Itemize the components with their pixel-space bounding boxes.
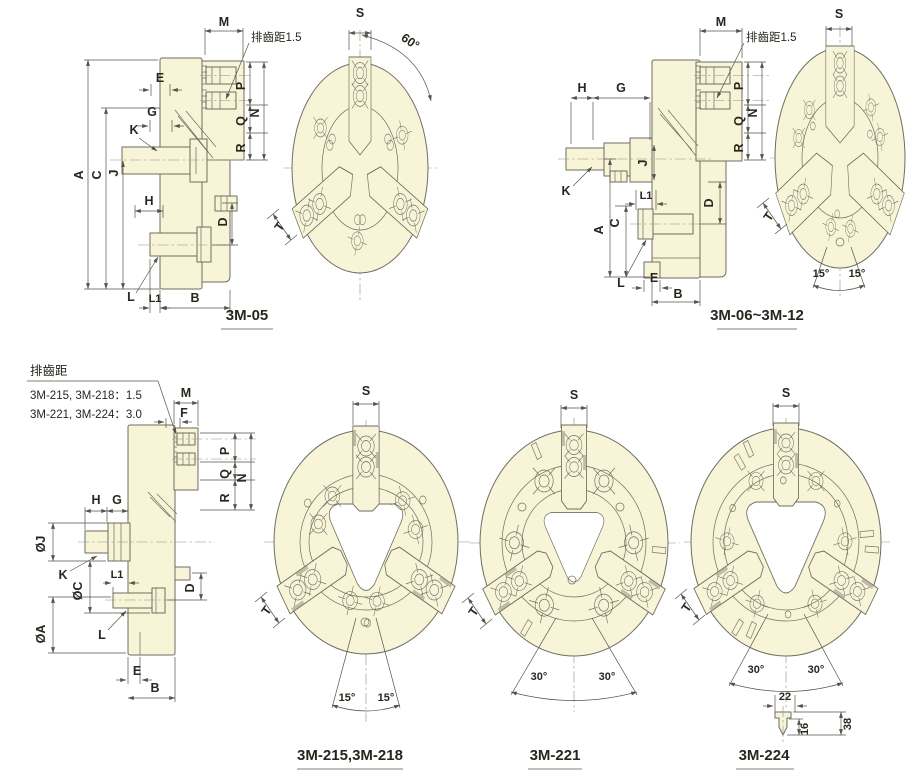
caption-3m215-3m218: 3M-215,3M-218 [297, 747, 403, 764]
dim-label-r: R [218, 493, 232, 502]
dim-label-n: N [235, 473, 249, 482]
dim-label-s: S [782, 386, 790, 400]
dim-label-16: 16 [799, 723, 811, 735]
front-view-3m221: S 30° 30° T 3M-221 [461, 388, 680, 770]
angle-label-15-left: 15° [813, 268, 830, 280]
dim-label-l1: L1 [111, 569, 124, 581]
dim-label-g: G [616, 81, 626, 95]
dim-label-b: B [673, 287, 682, 301]
angle-label-15-right: 15° [849, 268, 866, 280]
side-view-3m06-3m12: M 排齒距1.5 H G K J L1 C A D L E B P Q R N … [558, 15, 804, 330]
angle-label-30-right: 30° [599, 671, 616, 683]
dim-label-e: E [133, 664, 141, 678]
dim-label-b: B [150, 681, 159, 695]
dim-label-oc: ØC [71, 582, 85, 601]
dim-label-s: S [835, 7, 843, 21]
dim-label-c: C [608, 218, 622, 227]
pitch-note: 排齒距1.5 [746, 30, 797, 44]
dim-label-22: 22 [779, 691, 791, 703]
dim-label-q: Q [732, 116, 746, 126]
dim-label-a: A [592, 225, 606, 234]
dim-label-j: J [636, 159, 650, 166]
angle-label-60: 60° [399, 31, 423, 53]
front-view-3m06-3m12: S 15° 15° T [756, 7, 907, 298]
pitch-note-line2: 3M-221, 3M-224：3.0 [30, 409, 142, 421]
dim-label-c: C [90, 170, 104, 179]
dim-label-m: M [181, 386, 191, 400]
dim-label-k: K [58, 568, 67, 582]
dim-label-j: J [107, 169, 121, 176]
angle-label-30-right: 30° [808, 664, 825, 676]
dim-label-f: F [180, 406, 188, 420]
dim-label-m: M [716, 15, 726, 29]
dim-label-e: E [156, 71, 164, 85]
dim-label-p: P [732, 82, 746, 90]
dim-label-e: E [650, 271, 658, 285]
pitch-note-title: 排齒距 [30, 364, 68, 378]
dim-label-q: Q [234, 116, 248, 126]
pitch-note: 排齒距1.5 [251, 30, 302, 44]
caption-3m06-3m12: 3M-06~3M-12 [710, 307, 804, 324]
dim-label-q: Q [218, 469, 232, 479]
dim-label-l: L [127, 290, 135, 304]
dim-label-k: K [561, 184, 570, 198]
dim-label-d: D [702, 198, 716, 207]
dim-label-s: S [356, 6, 364, 20]
dim-label-g: G [147, 105, 157, 119]
dim-label-oa: ØA [34, 625, 48, 644]
dim-label-s: S [570, 388, 578, 402]
dim-label-p: P [218, 447, 232, 455]
dim-label-s: S [362, 384, 370, 398]
dim-label-r: R [234, 143, 248, 152]
dim-label-p: P [234, 82, 248, 90]
angle-label-15-right: 15° [378, 692, 395, 704]
front-view-3m224: S 30° 30° T 22 38 16 3M-224 [656, 386, 900, 770]
dim-label-g: G [112, 493, 122, 507]
dim-label-oj: ØJ [34, 536, 48, 553]
dim-label-l1: L1 [640, 190, 653, 202]
dim-label-h: H [91, 493, 100, 507]
caption-3m05: 3M-05 [226, 307, 269, 324]
dim-label-b: B [190, 291, 199, 305]
caption-3m224: 3M-224 [739, 747, 791, 764]
angle-label-30-left: 30° [531, 671, 548, 683]
front-view-3m215-3m218: S 15° 15° T 3M-215,3M-218 [254, 384, 479, 770]
pitch-note-line1: 3M-215, 3M-218：1.5 [30, 390, 142, 402]
front-view-3m05: S 60° T [266, 6, 446, 300]
dim-label-n: N [248, 108, 262, 117]
caption-3m221: 3M-221 [530, 747, 581, 764]
dim-label-r: R [732, 143, 746, 152]
dim-label-a: A [72, 170, 86, 179]
dim-label-d: D [183, 583, 197, 592]
dim-label-m: M [219, 15, 229, 29]
side-view-3m05: M 排齒距1.5 E G K A C J H D L L1 B P Q R N … [72, 15, 302, 330]
dim-label-h: H [144, 194, 153, 208]
dim-label-h: H [577, 81, 586, 95]
dim-label-l: L [617, 276, 625, 290]
tnut-profile [774, 711, 792, 736]
dim-label-38: 38 [842, 718, 854, 730]
angle-label-15-left: 15° [339, 692, 356, 704]
angle-label-30-left: 30° [748, 664, 765, 676]
dim-label-d: D [216, 217, 230, 226]
side-view-3m215-3m224: 排齒距 3M-215, 3M-218：1.5 3M-221, 3M-224：3.… [27, 364, 256, 702]
dim-label-l1: L1 [149, 293, 162, 305]
dim-label-l: L [98, 628, 106, 642]
dim-label-n: N [746, 108, 760, 117]
dim-label-k: K [129, 123, 138, 137]
